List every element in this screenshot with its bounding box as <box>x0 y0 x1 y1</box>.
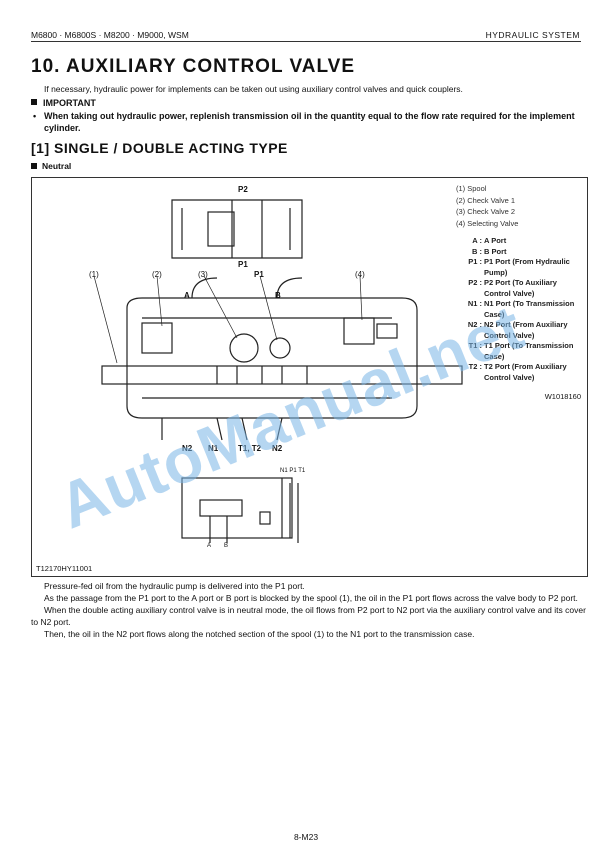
port-row: T1 :T1 Port (To Transmission Case) <box>452 341 584 362</box>
callout-p2: P2 <box>238 185 248 194</box>
inset-passage <box>231 200 263 258</box>
subsection-heading: Neutral <box>31 161 71 171</box>
ab-passages <box>191 277 303 299</box>
port-desc: A Port <box>484 236 507 245</box>
callout-p1-inset: P1 <box>238 260 248 269</box>
port-row: N1 :N1 Port (To Transmission Case) <box>452 299 584 320</box>
port-row: B :B Port <box>452 247 584 258</box>
important-bullet-text: When taking out hydraulic power, repleni… <box>44 111 575 133</box>
inset-body <box>171 199 303 259</box>
callout-n2-right: N2 <box>272 444 283 453</box>
square-bullet-icon <box>31 163 37 169</box>
callout-4: (4) <box>355 270 365 279</box>
port-key: A : <box>472 236 482 245</box>
intro-text: If necessary, hydraulic power for implem… <box>44 84 463 94</box>
schematic-spool <box>199 499 243 517</box>
inset-check-valve <box>207 211 235 247</box>
port-desc: B Port <box>484 246 507 256</box>
check-valve-1 <box>141 322 173 354</box>
schematic-ab-lines <box>209 516 228 543</box>
callout-t1-t2: T1, T2 <box>238 444 262 453</box>
square-bullet-icon <box>31 99 37 105</box>
port-row: T2 :T2 Port (From Auxiliary Control Valv… <box>452 362 584 383</box>
callout-2: (2) <box>152 270 162 279</box>
port-row: A :A Port <box>452 236 584 247</box>
legend-item: (2) Check Valve 1 <box>456 195 516 205</box>
port-key: N2 : <box>467 320 482 329</box>
schematic-box <box>181 477 293 539</box>
callout-p1: P1 <box>254 270 264 279</box>
leader-lines <box>93 275 363 364</box>
section-subtitle: [1] SINGLE / DOUBLE ACTING TYPE <box>31 140 288 156</box>
page-title: 10. AUXILIARY CONTROL VALVE <box>31 56 356 77</box>
important-label: IMPORTANT <box>43 98 96 108</box>
body-paragraph: When the double acting auxiliary control… <box>31 605 586 627</box>
bullet-dot-icon: • <box>33 111 37 121</box>
schematic-check <box>259 511 271 525</box>
port-list: A :A Port B :B Port P1 :P1 Port (From Hy… <box>452 236 584 383</box>
body-paragraph: Then, the oil in the N2 port flows along… <box>44 629 475 639</box>
port-key: N1 : <box>467 299 482 308</box>
body-paragraph: Pressure-fed oil from the hydraulic pump… <box>44 581 305 591</box>
port-key: B : <box>472 246 482 256</box>
p1-port-circle <box>269 337 291 359</box>
header-section: HYDRAULIC SYSTEM <box>485 30 580 40</box>
legend-list: (1) Spool (2) Check Valve 1 (3) Check Va… <box>456 183 518 229</box>
subsection-label: Neutral <box>42 161 72 171</box>
port-desc: P1 Port (From Hydraulic Pump) <box>484 257 570 277</box>
figure-id: T12170HY11001 <box>36 564 93 573</box>
port-desc: P2 Port (To Auxiliary Control Valve) <box>484 278 557 298</box>
page-number: 8-M23 <box>293 832 319 842</box>
body-paragraph: As the passage from the P1 port to the A… <box>44 593 578 603</box>
port-desc: T1 Port (To Transmission Case) <box>484 341 574 361</box>
callout-1: (1) <box>89 270 99 279</box>
selecting-valve <box>343 317 375 345</box>
port-key: T2 : <box>468 362 482 371</box>
inset-edges <box>181 208 291 250</box>
lower-passages <box>161 417 283 441</box>
important-bullet: • When taking out hydraulic power, reple… <box>33 110 588 134</box>
port-row: P1 :P1 Port (From Hydraulic Pump) <box>452 257 584 278</box>
check-valve-2 <box>229 333 259 363</box>
callout-n1: N1 <box>208 444 219 453</box>
header-rule <box>31 41 581 42</box>
port-key: P1 : <box>468 257 482 266</box>
important-heading: IMPORTANT <box>31 98 96 108</box>
figure-code: W1018160 <box>544 392 581 401</box>
port-key: T1 : <box>468 341 482 350</box>
port-desc: N1 Port (To Transmission Case) <box>484 299 575 319</box>
callout-a: A <box>184 291 190 300</box>
schematic-a-label: A <box>207 543 212 549</box>
legend-item: (3) Check Valve 2 <box>456 207 516 216</box>
callout-b: B <box>275 291 281 300</box>
schematic-lines <box>281 478 299 543</box>
port-row: P2 :P2 Port (To Auxiliary Control Valve) <box>452 278 584 299</box>
schematic-top-label: N1 P1 T1 <box>280 468 306 474</box>
port-desc: T2 Port (From Auxiliary Control Valve) <box>484 362 567 382</box>
port-row: N2 :N2 Port (From Auxiliary Control Valv… <box>452 320 584 341</box>
legend-item: (4) Selecting Valve <box>456 218 519 228</box>
port-key: P2 : <box>468 278 482 287</box>
schematic-b-label: B <box>224 543 229 549</box>
port-desc: N2 Port (From Auxiliary Control Valve) <box>484 320 568 340</box>
figure-frame: (1) Spool (2) Check Valve 1 (3) Check Va… <box>31 177 588 577</box>
selecting-knob <box>376 323 398 339</box>
header-models: M6800 · M6800S · M8200 · M9000, WSM <box>31 30 189 40</box>
valve-body <box>126 297 418 419</box>
spool-lands <box>216 366 308 384</box>
callout-3: (3) <box>198 270 208 279</box>
valve-diagram <box>93 199 463 543</box>
legend-item: (1) Spool <box>456 184 487 193</box>
callout-n2-left: N2 <box>182 444 193 453</box>
body-text: Pressure-fed oil from the hydraulic pump… <box>31 580 586 640</box>
